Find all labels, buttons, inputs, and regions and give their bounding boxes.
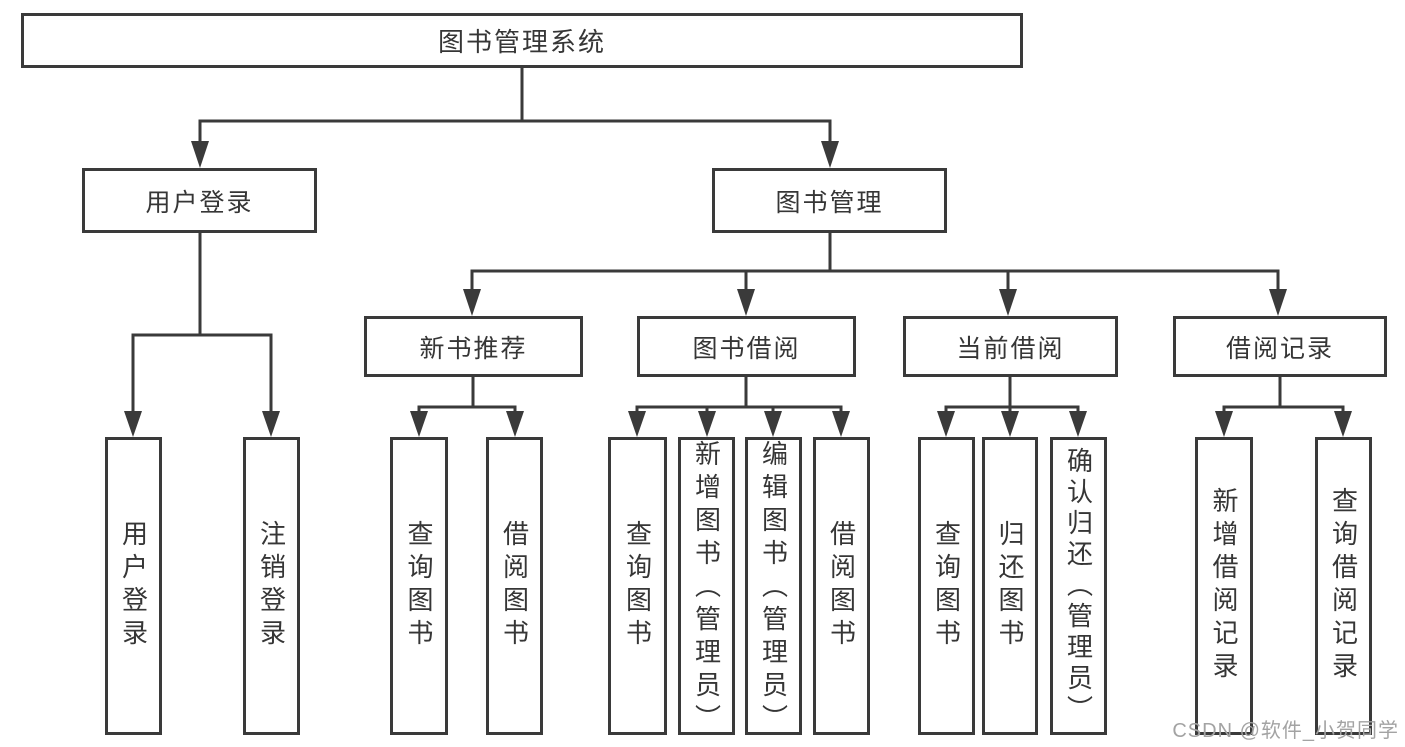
arrow-leaf-10 — [1001, 411, 1019, 437]
leaf-borrowing-query-book: 查询图书 — [608, 437, 667, 735]
connector-root-split — [198, 119, 832, 144]
node-book-borrowing: 图书借阅 — [637, 316, 856, 377]
arrow-to-bookmgmt — [821, 141, 839, 168]
csdn-watermark: CSDN @软件_小贺同学 — [1172, 720, 1399, 742]
connector-records-split — [1222, 405, 1345, 414]
leaf-borrowing-borrow-book: 借阅图书 — [813, 437, 870, 735]
arrow-to-records — [1269, 289, 1287, 316]
leaf-current-return-book: 归还图书 — [982, 437, 1038, 735]
arrow-to-current — [999, 289, 1017, 316]
connector-current-split — [944, 405, 1080, 414]
node-new-book-recommend: 新书推荐 — [364, 316, 583, 377]
arrow-leaf-3 — [410, 411, 428, 437]
arrow-leaf-8 — [832, 411, 850, 437]
leaf-current-query-book: 查询图书 — [918, 437, 975, 735]
leaf-records-query-record: 查询借阅记录 — [1315, 437, 1372, 735]
arrow-leaf-13 — [1334, 411, 1352, 437]
connector-userlogin-split — [131, 333, 273, 414]
arrow-leaf-1 — [124, 411, 142, 437]
node-current-borrowing: 当前借阅 — [903, 316, 1118, 377]
connector-borrowing-split — [635, 405, 843, 414]
node-borrowing-records: 借阅记录 — [1173, 316, 1387, 377]
arrowheads — [124, 141, 1352, 437]
arrow-leaf-6 — [698, 411, 716, 437]
arrow-to-userlogin — [191, 141, 209, 168]
leaf-newbooks-query-book: 查询图书 — [390, 437, 448, 735]
connector-bookmgmt-split — [470, 269, 1280, 292]
leaf-newbooks-borrow-book: 借阅图书 — [486, 437, 543, 735]
arrow-leaf-7 — [764, 411, 782, 437]
leaf-logout: 注销登录 — [243, 437, 300, 735]
node-book-management: 图书管理 — [712, 168, 947, 233]
arrow-leaf-11 — [1069, 411, 1087, 437]
arrow-to-borrowing — [737, 289, 755, 316]
arrow-to-newbooks — [463, 289, 481, 316]
arrow-leaf-2 — [262, 411, 280, 437]
node-system-root: 图书管理系统 — [21, 13, 1023, 68]
arrow-leaf-12 — [1215, 411, 1233, 437]
leaf-records-add-record: 新增借阅记录 — [1195, 437, 1253, 735]
arrow-leaf-5 — [628, 411, 646, 437]
arrow-leaf-9 — [937, 411, 955, 437]
node-user-login: 用户登录 — [82, 168, 317, 233]
leaf-current-confirm-return-admin: 确认归还（管理员） — [1050, 437, 1107, 735]
leaf-borrowing-edit-book-admin: 编辑图书（管理员） — [745, 437, 802, 737]
connector-newbooks-split — [417, 405, 517, 414]
leaf-borrowing-add-book-admin: 新增图书（管理员） — [678, 437, 735, 737]
leaf-user-login: 用户登录 — [105, 437, 162, 735]
arrow-leaf-4 — [506, 411, 524, 437]
